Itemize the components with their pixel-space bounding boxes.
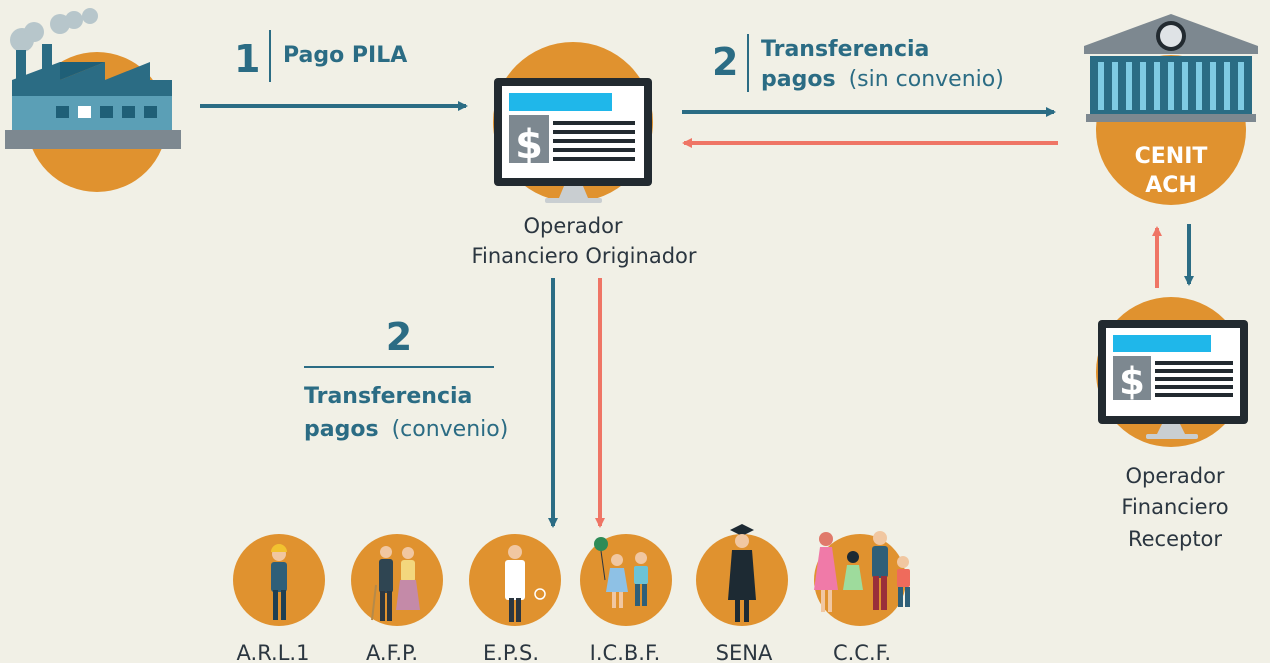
originator-label-line1: Operador [523,214,622,238]
entity-label-sena: SENA [716,641,773,663]
cenit-label-line2: ACH [1145,173,1197,198]
step2-top-bold2: pagos [761,67,836,92]
receiver-monitor-icon: $ [1096,297,1248,447]
bank-building-icon [1084,14,1258,205]
entity-label-icbf: I.C.B.F. [590,641,661,663]
receiver-label-line3: Receptor [1128,527,1222,551]
sena-graduate-icon [696,524,788,626]
svg-text:pagos (sin convenio): pagos (sin convenio) [761,67,1004,92]
svg-text:$: $ [1119,360,1145,403]
step2-left-bold2: pagos [304,417,379,442]
arl-worker-icon [233,534,325,626]
entity-label-arl: A.R.L.1 [237,641,310,663]
icbf-children-icon [580,534,672,626]
afp-elderly-couple-icon [351,534,443,626]
step2-left-bold: Transferencia [304,384,472,409]
originator-monitor-icon: $ [493,42,653,203]
ccf-family-icon [814,531,910,626]
svg-text:pagos (convenio): pagos (convenio) [304,417,508,442]
svg-text:$: $ [515,122,543,168]
cenit-label-line1: CENIT [1135,144,1208,169]
step2-top-rest: (sin convenio) [849,67,1004,92]
factory-icon [5,8,181,192]
step2-top-number: 2 [712,40,738,84]
step2-left-rest: (convenio) [392,417,509,442]
step1-number: 1 [234,37,260,81]
receiver-label-line1: Operador [1125,464,1224,488]
entity-label-afp: A.F.P. [366,641,418,663]
eps-doctor-icon [469,534,561,626]
originator-label-line2: Financiero Originador [471,244,696,268]
step2-left-number: 2 [386,315,412,359]
receiver-label-line2: Financiero [1121,495,1228,519]
entity-label-eps: E.P.S. [483,641,539,663]
step1-label: Pago PILA [283,43,407,68]
step2-top-bold: Transferencia [761,37,929,62]
entity-label-ccf: C.C.F. [833,641,891,663]
